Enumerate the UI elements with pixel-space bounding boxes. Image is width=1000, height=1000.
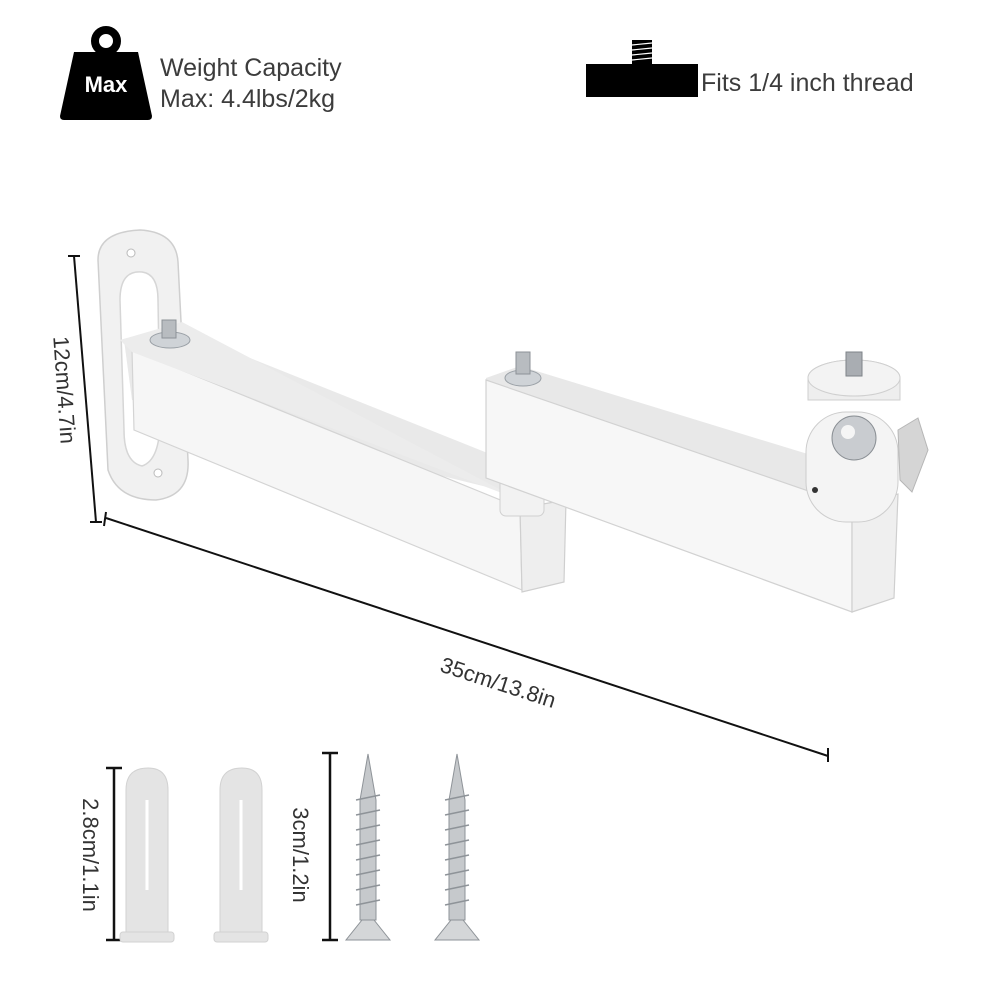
thread-spec: Fits 1/4 inch thread xyxy=(586,38,966,100)
thread-spec-text: Fits 1/4 inch thread xyxy=(701,69,914,97)
screw xyxy=(344,753,392,941)
screw xyxy=(433,753,481,941)
arm-2 xyxy=(485,351,899,613)
screw-thread-icon xyxy=(586,40,698,97)
ball-head xyxy=(805,351,929,523)
length-dimension-line xyxy=(103,511,829,762)
weight-icon-label: Max xyxy=(84,72,128,97)
screw-dimension-label: 3cm/1.2in xyxy=(288,807,313,903)
arm-1 xyxy=(120,319,567,593)
wall-anchor xyxy=(213,767,269,943)
height-dimension-line xyxy=(68,255,102,523)
wall-anchor xyxy=(119,767,175,943)
weight-capacity-spec: Max Weight Capacity Max: 4.4lbs/2kg xyxy=(60,26,380,126)
anchor-dimension-label: 2.8cm/1.1in xyxy=(78,798,103,912)
weight-capacity-title: Weight Capacity xyxy=(160,54,342,82)
weight-capacity-value: Max: 4.4lbs/2kg xyxy=(160,85,336,113)
weight-icon xyxy=(60,26,152,120)
